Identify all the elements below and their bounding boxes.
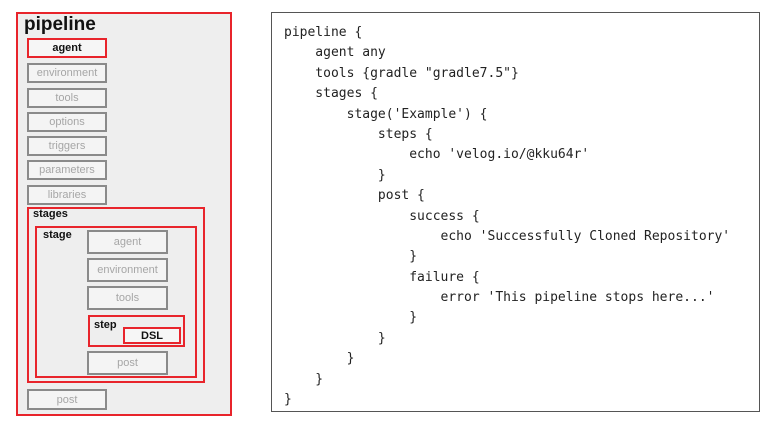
code-line: error 'This pipeline stops here...' (284, 290, 715, 306)
parameters-block: parameters (27, 160, 107, 180)
code-line: agent any (284, 45, 386, 61)
code-line: } (284, 330, 386, 346)
code-line: echo 'velog.io/@kku64r' (284, 147, 590, 163)
pipeline-post-block: post (27, 389, 107, 410)
stage-agent-block: agent (87, 230, 168, 254)
dsl-block: DSL (123, 327, 181, 344)
code-line: } (284, 371, 324, 387)
code-line: echo 'Successfully Cloned Repository' (284, 228, 731, 244)
pipeline-code: pipeline { agent any tools {gradle "grad… (284, 23, 730, 410)
libraries-block: libraries (27, 185, 107, 205)
stages-container (27, 207, 205, 383)
code-line: success { (284, 208, 480, 224)
agent-block-highlighted: agent (27, 38, 107, 58)
code-line: stages { (284, 86, 378, 102)
stage-environment-block: environment (87, 258, 168, 282)
environment-block: environment (27, 63, 107, 83)
code-line: tools {gradle "gradle7.5"} (284, 65, 519, 81)
stage-post-block: post (87, 351, 168, 375)
code-line: } (284, 249, 418, 265)
code-line: failure { (284, 269, 480, 285)
code-line: } (284, 351, 355, 367)
stage-label: stage (43, 229, 72, 241)
pipeline-title: pipeline (24, 14, 96, 35)
triggers-block: triggers (27, 136, 107, 156)
code-line: steps { (284, 126, 433, 142)
code-line: } (284, 392, 292, 408)
code-line: stage('Example') { (284, 106, 488, 122)
options-block: options (27, 112, 107, 132)
code-line: post { (284, 188, 425, 204)
stage-tools-block: tools (87, 286, 168, 310)
step-label: step (94, 319, 117, 331)
code-line: } (284, 167, 386, 183)
stage-container (35, 226, 197, 378)
step-container (88, 315, 185, 347)
code-line: } (284, 310, 418, 326)
tools-block: tools (27, 88, 107, 108)
stages-label: stages (33, 208, 68, 220)
code-line: pipeline { (284, 25, 363, 40)
code-panel: pipeline { agent any tools {gradle "grad… (271, 12, 760, 412)
